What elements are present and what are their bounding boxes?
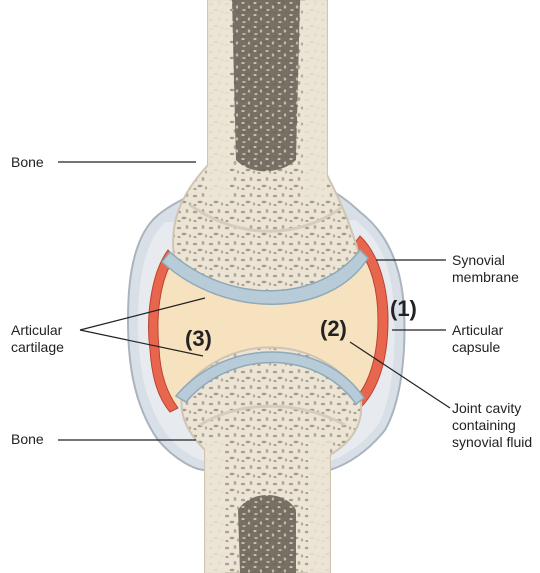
label-articular-cartilage-line2: cartilage bbox=[11, 339, 64, 356]
marker-three: (3) bbox=[185, 326, 212, 352]
marker-one: (1) bbox=[390, 296, 417, 322]
label-articular-capsule-line1: Articular bbox=[452, 322, 503, 339]
label-synovial-membrane-line1: Synovial bbox=[452, 252, 505, 269]
label-articular-cartilage-line1: Articular bbox=[11, 322, 62, 339]
upper-bone bbox=[173, 0, 360, 295]
label-joint-cavity-line3: synovial fluid bbox=[452, 434, 532, 451]
label-bone-top: Bone bbox=[11, 154, 44, 171]
label-bone-bottom: Bone bbox=[11, 431, 44, 448]
marker-two: (2) bbox=[320, 316, 347, 342]
label-joint-cavity-line1: Joint cavity bbox=[452, 400, 521, 417]
label-joint-cavity-line2: containing bbox=[452, 417, 516, 434]
label-articular-capsule-line2: capsule bbox=[452, 339, 500, 356]
label-synovial-membrane-line2: membrane bbox=[452, 269, 519, 286]
